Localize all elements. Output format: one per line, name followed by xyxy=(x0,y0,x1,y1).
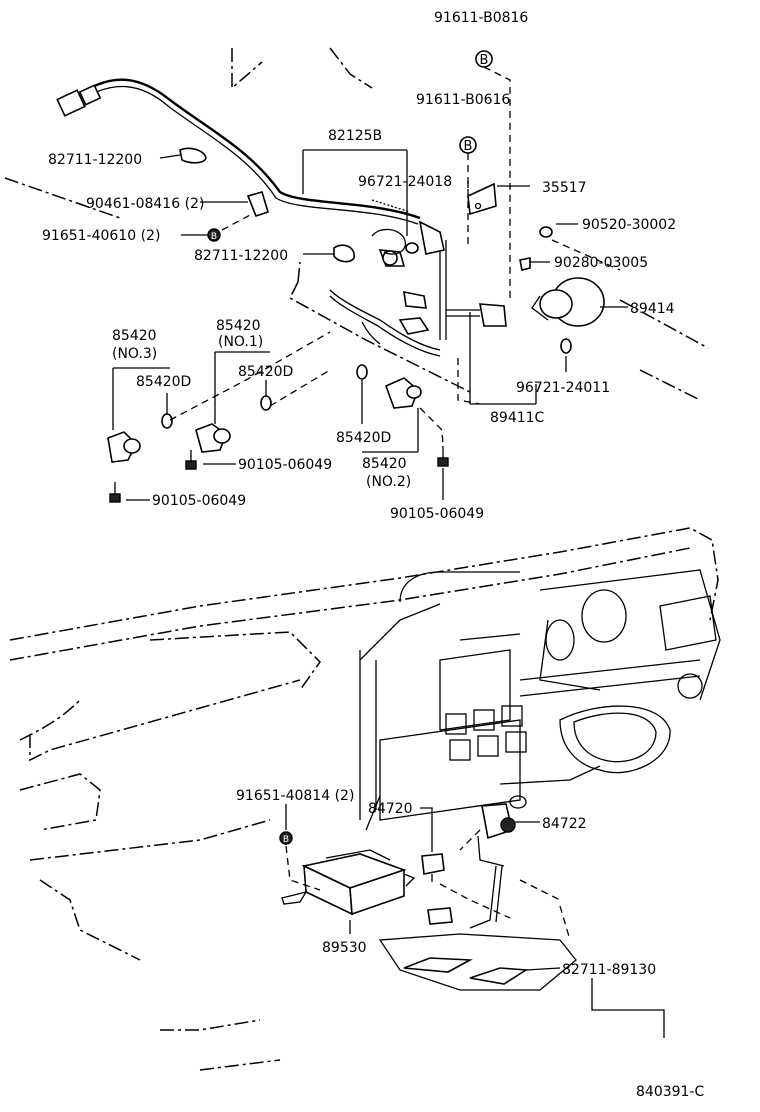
switch-84720 xyxy=(421,853,445,882)
badge-letter: B xyxy=(211,232,217,242)
switch-84722 xyxy=(469,795,527,929)
part-labels: 91611-B0816 91611-B0616 82125B 82711-122… xyxy=(42,10,704,1100)
label-91611-b0616: 91611-B0616 xyxy=(416,92,510,108)
clamp-82711-12200-top xyxy=(179,147,207,164)
label-85420-no1: 85420 xyxy=(216,318,261,334)
connector-lower xyxy=(427,907,453,925)
badge-letter: B xyxy=(464,139,473,154)
badge-letter: B xyxy=(283,835,289,845)
label-84720: 84720 xyxy=(368,801,413,817)
grommet-96721-24011 xyxy=(560,338,572,354)
gasket-85420d-mid xyxy=(260,395,272,411)
dashboard-outline xyxy=(9,527,721,1071)
wire-harness xyxy=(56,78,507,357)
label-85420-no2: 85420 xyxy=(362,456,407,472)
label-35517: 35517 xyxy=(542,180,587,196)
label-90105-06049-a: 90105-06049 xyxy=(238,457,332,473)
label-85420-no1-sub: (NO.1) xyxy=(218,334,263,350)
switch-panel xyxy=(445,705,527,761)
badge-b-mid: B xyxy=(459,136,477,154)
label-85420d-left: 85420D xyxy=(136,374,191,390)
screw-90280-03005 xyxy=(519,257,531,271)
badge-b-top: B xyxy=(475,50,493,68)
label-96721-24011: 96721-24011 xyxy=(516,380,610,396)
bracket-35517 xyxy=(467,182,497,216)
label-82125b: 82125B xyxy=(328,128,382,144)
label-82711-89130: 82711-89130 xyxy=(562,962,656,978)
label-82711-12200-mid: 82711-12200 xyxy=(194,248,288,264)
label-85420-no2-sub: (NO.2) xyxy=(366,474,411,490)
label-82711-12200-top: 82711-12200 xyxy=(48,152,142,168)
diagram-id: 840391-C xyxy=(636,1084,704,1100)
gasket-85420d-left xyxy=(161,413,173,429)
sensor-85420-no3 xyxy=(107,431,141,463)
ecu-89530 xyxy=(281,849,416,916)
bolt-90105-06049-c xyxy=(437,446,449,467)
label-90520-30002: 90520-30002 xyxy=(582,217,676,233)
label-91611-b0816: 91611-B0816 xyxy=(434,10,528,26)
label-90461-08416: 90461-08416 (2) xyxy=(86,196,204,212)
label-96721-24018: 96721-24018 xyxy=(358,174,452,190)
grommet-96721-24018 xyxy=(405,242,419,254)
gasket-85420d-right xyxy=(356,364,368,380)
label-84722: 84722 xyxy=(542,816,587,832)
body-outline-upper xyxy=(4,47,709,401)
label-85420d-mid: 85420D xyxy=(238,364,293,380)
clip-90461-08416 xyxy=(246,191,269,217)
label-85420-no3: 85420 xyxy=(112,328,157,344)
label-89530: 89530 xyxy=(322,940,367,956)
label-90280-03005: 90280-03005 xyxy=(554,255,648,271)
leader-lines-lower xyxy=(285,795,561,971)
label-91651-40610: 91651-40610 (2) xyxy=(42,228,160,244)
label-91651-40814: 91651-40814 (2) xyxy=(236,788,354,804)
clip-90520-30002 xyxy=(539,226,553,238)
bracket-82711-89130 xyxy=(378,879,665,1038)
badge-letter: B xyxy=(480,53,489,68)
sensor-85420-no1 xyxy=(195,423,231,453)
label-85420-no3-sub: (NO.3) xyxy=(112,346,157,362)
badge-b-lower: B xyxy=(279,831,293,845)
label-89411c: 89411C xyxy=(490,410,545,426)
badge-b-left: B xyxy=(207,228,221,242)
clamp-82711-12200-mid xyxy=(333,244,355,263)
bolt-90105-06049-a xyxy=(185,450,197,470)
sensor-85420-no2 xyxy=(384,377,422,409)
label-89414: 89414 xyxy=(630,301,675,317)
sensor-89414 xyxy=(531,277,605,327)
label-90105-06049-c: 90105-06049 xyxy=(390,506,484,522)
label-90105-06049-b: 90105-06049 xyxy=(152,493,246,509)
bolt-90105-06049-b xyxy=(109,482,121,503)
label-85420d-right: 85420D xyxy=(336,430,391,446)
leader-lines-upper xyxy=(112,66,628,501)
